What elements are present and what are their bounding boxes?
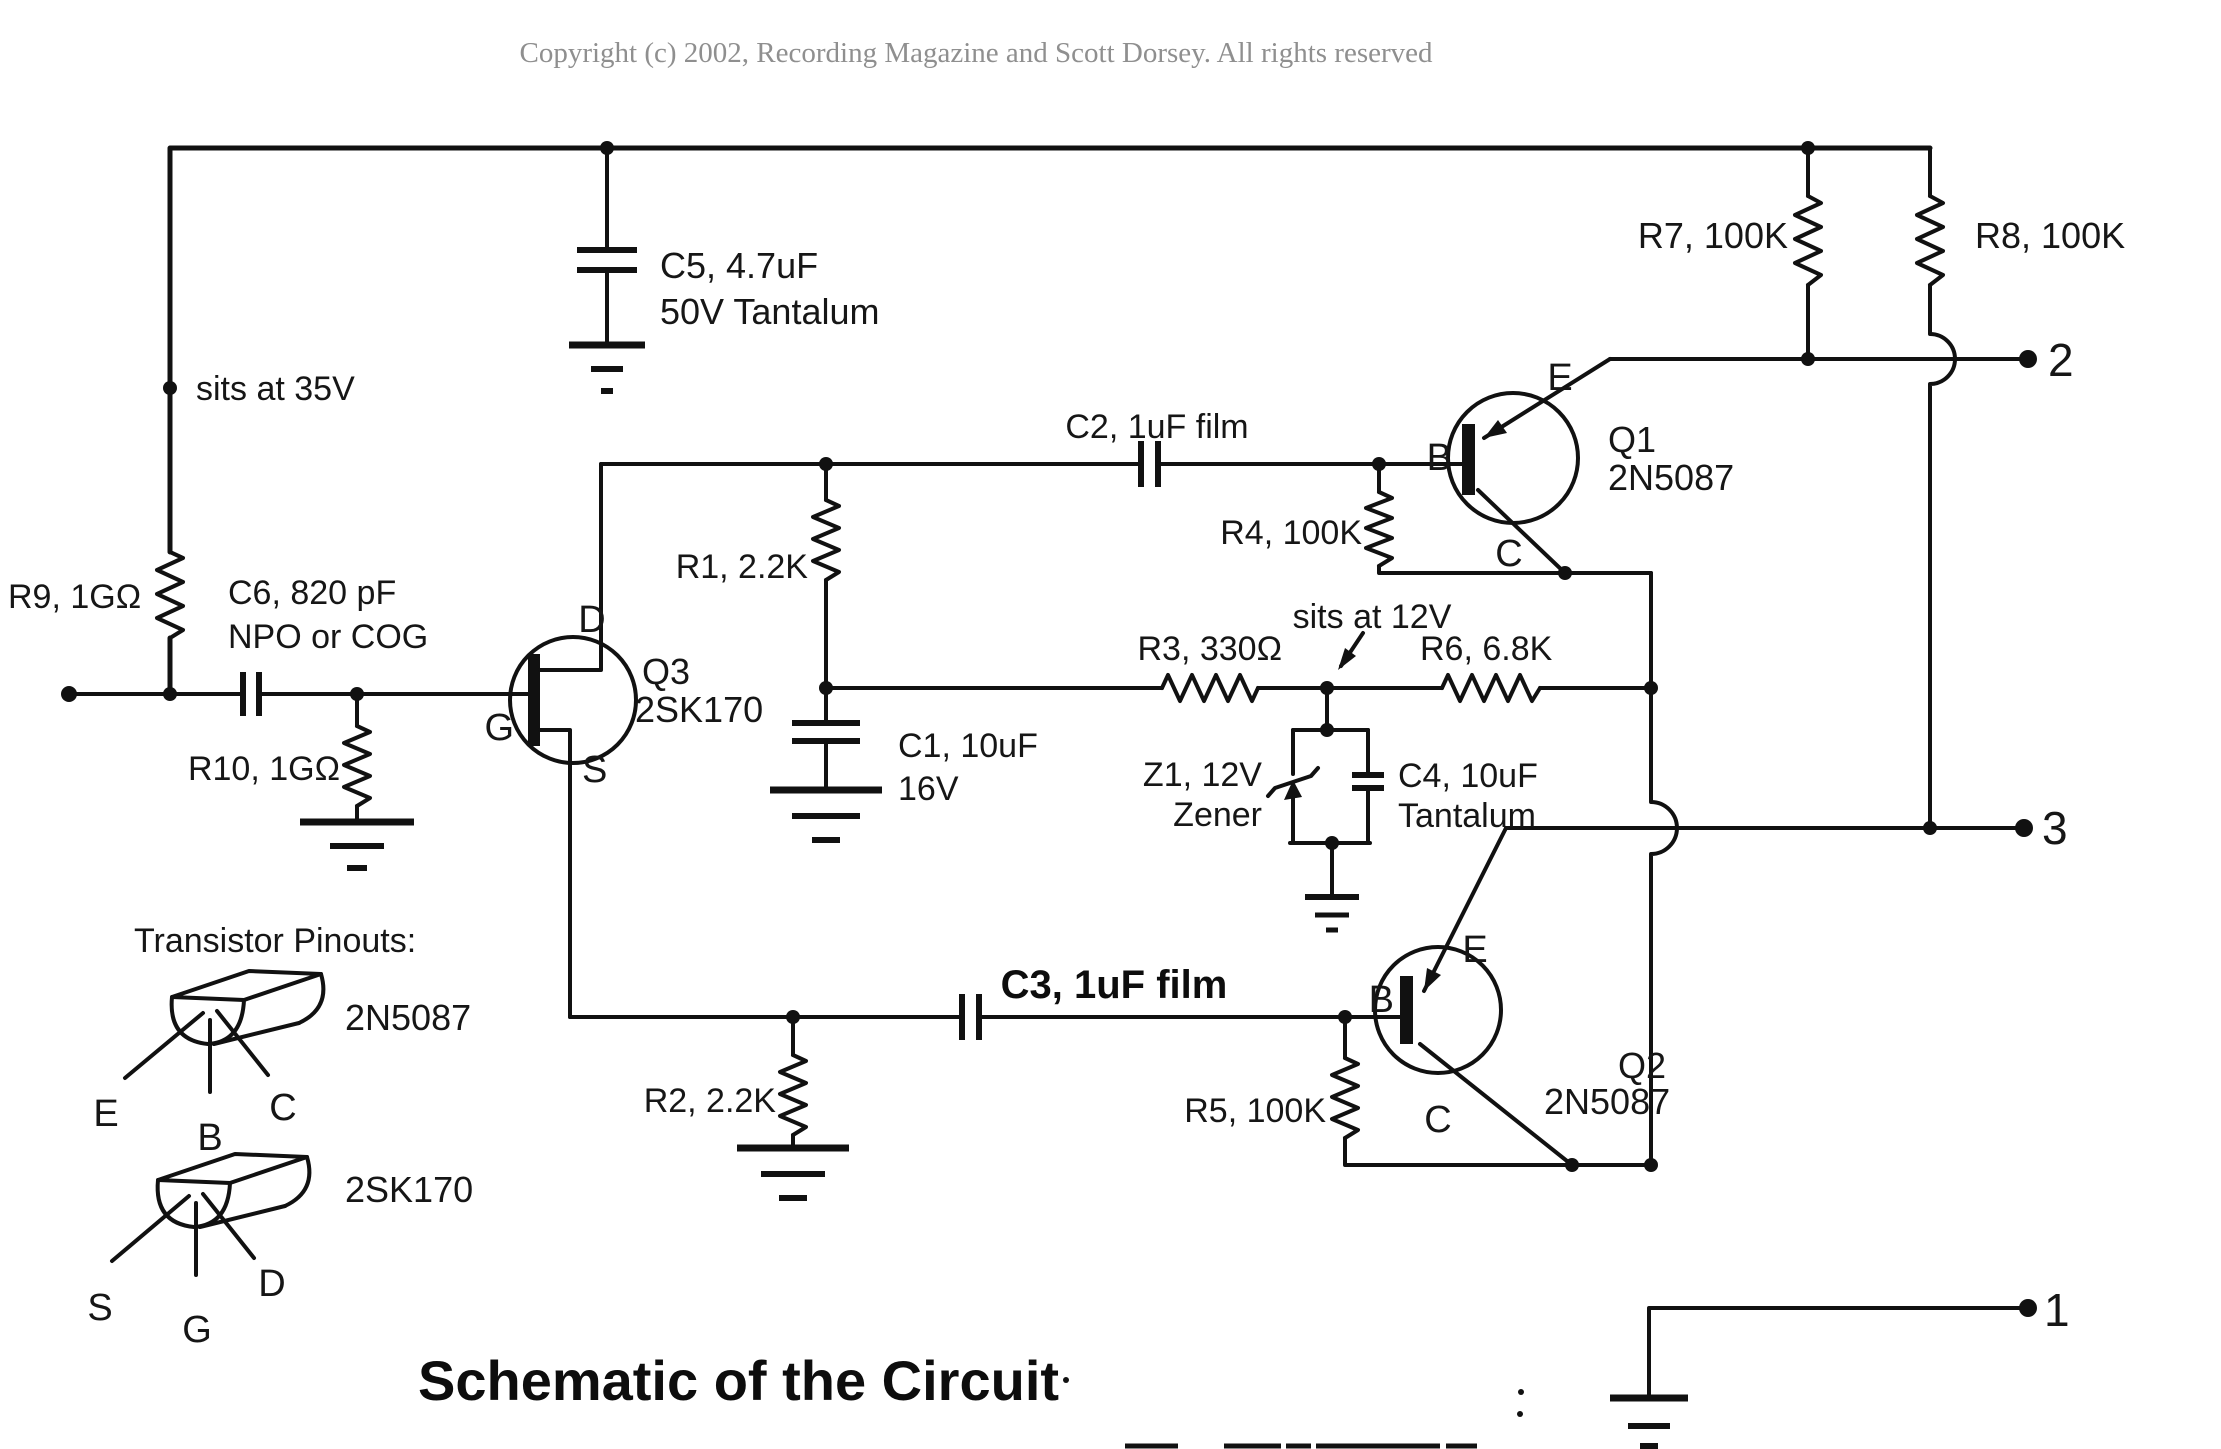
q2-name-label: Q2 [1618, 1045, 1666, 1086]
pinout-fet-part-label: 2SK170 [345, 1169, 473, 1210]
c6-label-line1: C6, 820 pF [228, 574, 396, 612]
q3-pin-d-label: D [578, 599, 605, 641]
c4-label-line2: Tantalum [1398, 797, 1536, 835]
pinout-fet-pin-s: S [87, 1287, 112, 1329]
c1-label-line2: 16V [898, 770, 959, 808]
note-sits-at-35v: sits at 35V [196, 370, 355, 408]
r1-c1-branch [770, 462, 882, 843]
q2-transistor-symbol [1373, 945, 1574, 1167]
bottom-rail-wires [568, 994, 1653, 1201]
c2-label: C2, 1uF film [1065, 408, 1248, 446]
c5-branch [569, 146, 645, 394]
q2-pin-b-label: B [1369, 979, 1394, 1021]
pinout-bjt-part-label: 2N5087 [345, 997, 471, 1038]
pinout-bjt-pin-c: C [269, 1087, 296, 1129]
r8-label: R8, 100K [1975, 215, 2125, 256]
c5-label-line2: 50V Tantalum [660, 291, 879, 332]
q1-transistor-symbol [1446, 391, 1580, 575]
pinout-fet-pin-g: G [182, 1309, 212, 1351]
q3-jfet-symbol [508, 462, 638, 1019]
r1-label: R1, 2.2K [676, 548, 809, 586]
q2-pin-c-label: C [1424, 1099, 1451, 1141]
r10-label: R10, 1GΩ [188, 750, 340, 788]
zener-c4-branch [1266, 631, 1384, 933]
output-1-wires [1610, 1306, 2030, 1449]
r3-label: R3, 330Ω [1138, 630, 1283, 668]
terminal-3-dot [2015, 819, 2033, 837]
pinout-bjt-pin-e: E [93, 1093, 118, 1135]
r7-label: R7, 100K [1638, 215, 1788, 256]
q3-name-label: Q3 [642, 651, 690, 692]
q3-pin-g-label: G [484, 707, 514, 749]
r4-label: R4, 100K [1220, 514, 1362, 552]
r9-label: R9, 1GΩ [8, 578, 141, 616]
q3-part-label: 2SK170 [635, 689, 763, 730]
q1-part-label: 2N5087 [1608, 457, 1734, 498]
z1-label-line2: Zener [1173, 796, 1262, 834]
r2-label: R2, 2.2K [644, 1082, 777, 1120]
input-terminal-dot [61, 686, 77, 702]
c4-label-line1: C4, 10uF [1398, 757, 1538, 795]
pinout-fet-pin-d: D [258, 1263, 285, 1305]
pinout-package-2sk170 [110, 1152, 312, 1277]
page-title: Schematic of the Circuit [418, 1349, 1059, 1412]
terminal-dots [61, 350, 2037, 1317]
input-row-wires [67, 672, 532, 871]
c1-label-line1: C1, 10uF [898, 727, 1038, 765]
c6-label-line2: NPO or COG [228, 618, 428, 656]
copyright-text: Copyright (c) 2002, Recording Magazine a… [519, 37, 1433, 69]
junction-dots [163, 141, 1937, 1172]
terminal-2-label: 2 [2048, 334, 2074, 386]
terminal-2-dot [2019, 350, 2037, 368]
note-sits-at-12v: sits at 12V [1293, 598, 1452, 636]
q2-pin-e-label: E [1462, 929, 1487, 971]
c3-label: C3, 1uF film [1001, 963, 1228, 1007]
pinouts-heading: Transistor Pinouts: [134, 922, 416, 960]
terminal-1-label: 1 [2044, 1284, 2070, 1336]
q3-pin-s-label: S [582, 749, 607, 791]
terminal-1-dot [2019, 1299, 2037, 1317]
q1-pin-e-label: E [1547, 357, 1572, 399]
r6-label: R6, 6.8K [1420, 630, 1553, 668]
q2-part-label: 2N5087 [1544, 1081, 1670, 1122]
scan-artifacts [1063, 1377, 1524, 1449]
q1-pin-c-label: C [1495, 533, 1522, 575]
q1-name-label: Q1 [1608, 419, 1656, 460]
output-2-wires [1482, 357, 2030, 440]
c5-label-line1: C5, 4.7uF [660, 245, 818, 286]
drain-rail-wires [599, 441, 1464, 487]
r5-label: R5, 100K [1184, 1092, 1326, 1130]
pinout-package-2n5087 [123, 969, 326, 1094]
pinout-bjt-pin-b: B [197, 1117, 222, 1159]
q1-pin-b-label: B [1427, 437, 1452, 479]
z1-label-line1: Z1, 12V [1143, 756, 1262, 794]
output-3-wires [1422, 826, 2026, 993]
source-row-wires [824, 673, 1653, 703]
terminal-3-label: 3 [2042, 802, 2068, 854]
